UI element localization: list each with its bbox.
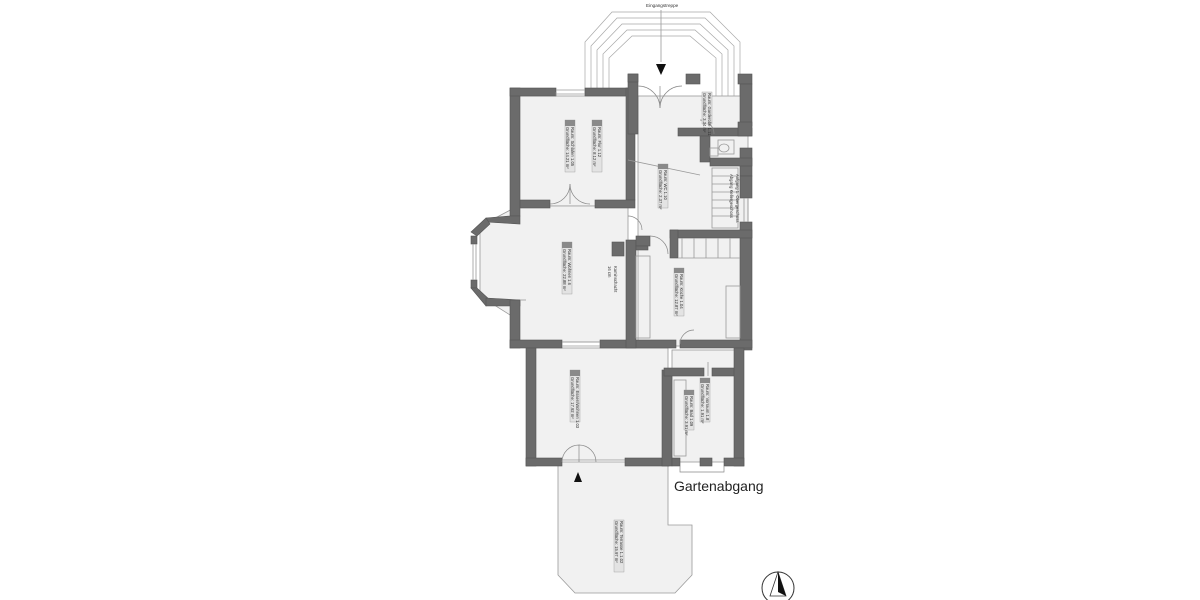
svg-text:Raum: Bad 1.09: Raum: Bad 1.09 xyxy=(689,396,694,427)
entrance-label: Eingangstreppe xyxy=(646,3,679,8)
svg-text:Grundfläche: 15.97 m²: Grundfläche: 15.97 m² xyxy=(614,521,619,563)
window-lines xyxy=(472,89,749,347)
room-label-garderobe: Raum: Garderobe 1.11 Grundfläche: 3.34 m… xyxy=(701,91,713,136)
wc-fixtures xyxy=(709,139,735,157)
svg-text:Grundfläche: 3.91 m²: Grundfläche: 3.91 m² xyxy=(684,396,689,436)
stair-note: Aufgang 1. Obergeschoss Abgang Kellerges… xyxy=(729,174,740,222)
room-label-bad: Raum: Bad 1.09 Grundfläche: 3.91 m² xyxy=(683,389,695,436)
svg-text:Raum: Garderobe 1.11: Raum: Garderobe 1.11 xyxy=(707,93,712,136)
entrance-stairs xyxy=(584,10,741,101)
room-label-wohnen: Raum: Wohnen 1.6 Grundfläche: 22.88 m² xyxy=(561,241,573,295)
svg-text:Grundfläche: 1.91 m²: Grundfläche: 1.91 m² xyxy=(700,384,705,424)
svg-text:Grundfläche: 3.34 m²: Grundfläche: 3.34 m² xyxy=(702,93,707,133)
walls xyxy=(470,73,753,467)
svg-text:Raum: Essen/Wohnen 1.03: Raum: Essen/Wohnen 1.03 xyxy=(575,377,580,429)
north-arrow-icon xyxy=(761,570,795,600)
room-label-wc: Raum: WC 1.10 Grundfläche: 2.37 m² xyxy=(657,163,669,210)
svg-text:Grundfläche: 2.37 m²: Grundfläche: 2.37 m² xyxy=(658,170,663,210)
entrance-arrow xyxy=(656,64,666,75)
svg-text:Grundfläche: 8.12 m²: Grundfläche: 8.12 m² xyxy=(592,127,597,167)
svg-text:Grundfläche: 22.88 m²: Grundfläche: 22.88 m² xyxy=(562,249,567,291)
chimney-note: Kaminschacht 16 cm xyxy=(607,266,618,293)
svg-text:16 cm: 16 cm xyxy=(607,266,612,278)
room-label-terrasse: Raum: Terrasse 1.1.02 Grundfläche: 15.97… xyxy=(613,519,625,573)
svg-text:Grundfläche: 12.87 m²: Grundfläche: 12.87 m² xyxy=(674,274,679,316)
garden-label: Gartenabgang xyxy=(674,478,764,494)
interior-stairs xyxy=(678,167,740,259)
svg-text:Raum: Vorraum 1.8: Raum: Vorraum 1.8 xyxy=(705,384,710,421)
room-label-kueche: Raum: Küche 1.04 Grundfläche: 12.87 m² xyxy=(673,267,685,316)
room-label-essen: Raum: Essen/Wohnen 1.03 Grundfläche: 17.… xyxy=(569,369,581,429)
svg-text:Aufgang 1. Obergeschoss: Aufgang 1. Obergeschoss xyxy=(735,174,740,222)
svg-text:Kaminschacht: Kaminschacht xyxy=(613,266,618,293)
svg-text:Raum: Schlafen 1.05: Raum: Schlafen 1.05 xyxy=(570,127,575,167)
svg-text:Raum: WC 1.10: Raum: WC 1.10 xyxy=(663,170,668,200)
svg-text:Grundfläche: 17.92 m²: Grundfläche: 17.92 m² xyxy=(570,377,575,419)
svg-text:Raum: Flur 1.12: Raum: Flur 1.12 xyxy=(597,127,602,158)
svg-text:Raum: Terrasse 1.1.02: Raum: Terrasse 1.1.02 xyxy=(619,521,624,564)
kitchen-counters xyxy=(635,255,741,339)
garden-arrow xyxy=(574,472,582,482)
room-label-flur: Raum: Flur 1.12 Grundfläche: 8.12 m² xyxy=(591,119,603,173)
svg-text:Abgang Kellergeschoss: Abgang Kellergeschoss xyxy=(729,174,734,218)
svg-text:Raum: Küche 1.04: Raum: Küche 1.04 xyxy=(679,274,684,309)
room-label-vorraum: Raum: Vorraum 1.8 Grundfläche: 1.91 m² xyxy=(699,377,711,424)
svg-text:Grundfläche: 14.21 m²: Grundfläche: 14.21 m² xyxy=(565,127,570,169)
doors xyxy=(549,85,725,473)
svg-text:Raum: Wohnen 1.6: Raum: Wohnen 1.6 xyxy=(567,249,572,286)
room-label-schlafen: Raum: Schlafen 1.05 Grundfläche: 14.21 m… xyxy=(564,119,576,173)
